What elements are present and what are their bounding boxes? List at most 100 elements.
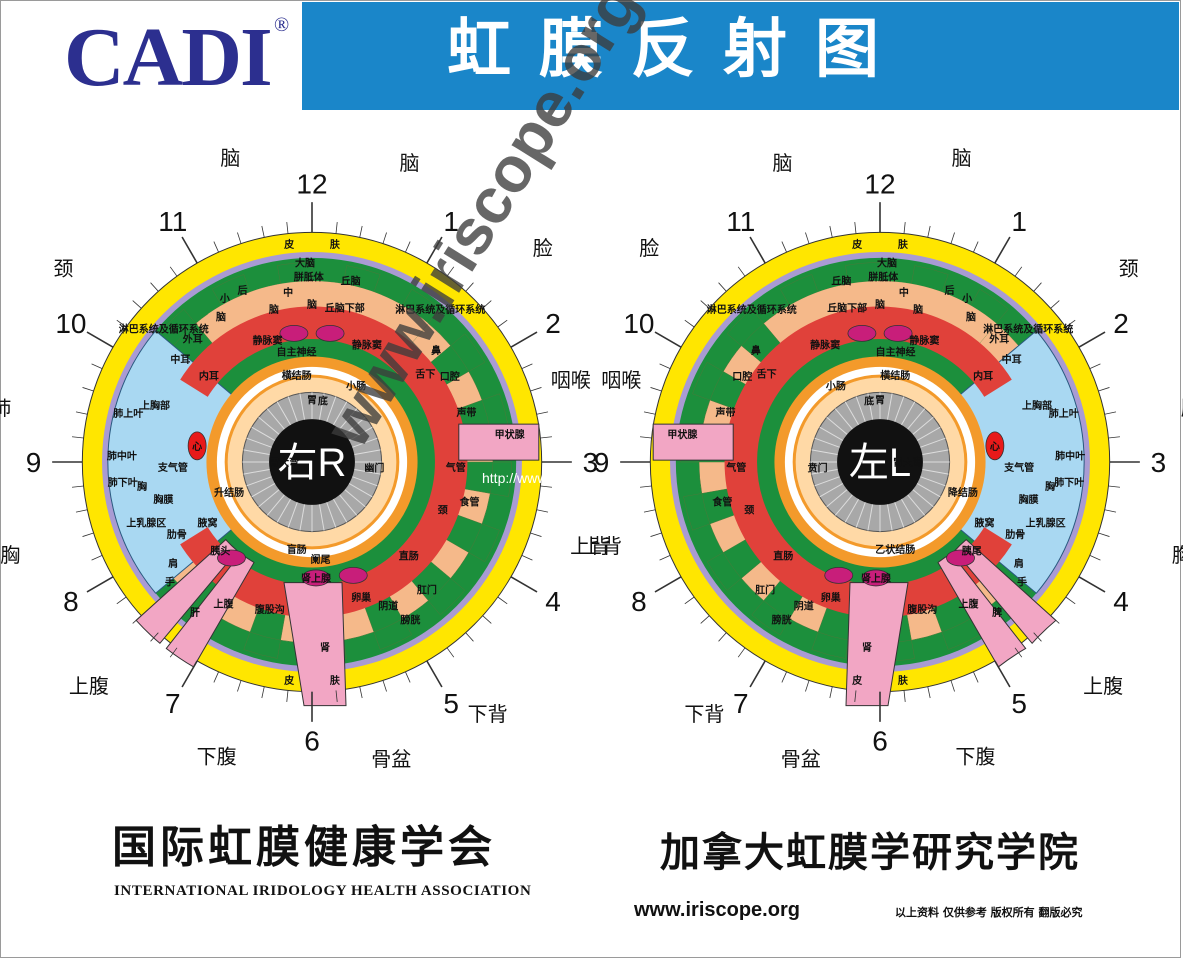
- clock-tick: [1033, 632, 1042, 642]
- stomach-spoke: [844, 497, 860, 523]
- region-label: 上腹: [1083, 674, 1123, 698]
- organ-blob: [946, 549, 975, 567]
- stomach-spoke: [347, 482, 373, 498]
- stomach-spoke: [351, 475, 378, 487]
- region-label: 脸: [533, 236, 553, 260]
- pupil: [269, 419, 355, 505]
- zone-label: 淋巴系统及循环系统: [707, 303, 797, 316]
- zone-label: 胃: [875, 394, 885, 406]
- clock-number: 3: [1151, 447, 1167, 478]
- zone-label: 舌下: [415, 367, 435, 380]
- zone-label: 静脉窦: [352, 338, 382, 351]
- zone-label: 卵巢: [821, 591, 842, 604]
- stomach-spoke: [855, 501, 867, 528]
- stomach-spoke: [919, 437, 946, 449]
- zone-label: 直肠: [399, 549, 419, 562]
- stomach-spoke: [819, 482, 845, 498]
- zone-label: 口腔: [732, 370, 752, 383]
- heart-blob: [985, 431, 1005, 461]
- zone-label: 外耳: [988, 333, 1009, 346]
- stomach-spoke: [287, 501, 299, 528]
- zone-label: 口腔: [440, 370, 460, 383]
- clock-tick: [1065, 596, 1076, 605]
- clock-number: 9: [594, 447, 610, 478]
- zone-label: 胰尾: [962, 545, 982, 558]
- zone-label: 幽门: [364, 461, 384, 474]
- clock-number: 6: [304, 725, 320, 756]
- clock-tick: [540, 436, 553, 439]
- clock-tick: [1050, 615, 1060, 624]
- clock-tick: [286, 221, 289, 234]
- zone-label: 胸膜: [153, 493, 173, 506]
- zone-label: 贲门: [808, 461, 828, 474]
- clock-number: 4: [1113, 586, 1129, 617]
- clock-tick: [654, 331, 682, 348]
- zone-label: 腹股沟: [255, 603, 285, 616]
- left-iris-chart: 左L121234567891011脑脑脸颈咽喉肺胸上背下背上腹下腹骨盆皮肤皮肤淋…: [551, 146, 1183, 771]
- region-label: 脑: [220, 146, 240, 170]
- clock-tick: [718, 282, 727, 292]
- zone-label: 心: [990, 441, 1000, 453]
- clock-tick: [1065, 319, 1076, 328]
- clock-tick: [1014, 266, 1023, 277]
- clock-tick: [1098, 532, 1110, 537]
- stomach-spoke: [911, 416, 934, 436]
- clock-tick: [684, 596, 695, 605]
- clock-tick: [497, 596, 508, 605]
- zone-label: 大脑: [877, 257, 897, 270]
- region-label: 下腹: [197, 744, 237, 768]
- clock-tick: [181, 236, 198, 264]
- zone-label: 肤: [330, 238, 341, 251]
- zone-label: 丘脑下部: [325, 302, 365, 315]
- clock-tick: [426, 236, 443, 264]
- clock-number: 2: [545, 308, 561, 339]
- clock-tick: [482, 300, 492, 309]
- clock-number: 2: [1113, 308, 1129, 339]
- clock-tick: [973, 241, 979, 253]
- clock-tick: [213, 241, 219, 253]
- clock-tick: [1014, 647, 1023, 658]
- zone-label: 内耳: [199, 370, 219, 383]
- zone-label: 直肠: [773, 549, 793, 562]
- clock-tick: [684, 319, 695, 328]
- clock-number: 8: [631, 586, 647, 617]
- clock-number: 5: [443, 688, 459, 719]
- clock-tick: [950, 232, 955, 244]
- zone-label: 手: [1017, 575, 1027, 588]
- clock-tick: [994, 236, 1011, 264]
- registered-mark: ®: [274, 14, 290, 36]
- website-link[interactable]: www.iriscope.org: [634, 899, 800, 921]
- stomach-spoke: [332, 497, 348, 523]
- zone-label: 中: [899, 286, 909, 299]
- clock-tick: [71, 436, 84, 439]
- zone-label: 胰头: [210, 545, 230, 558]
- clock-tick: [643, 509, 656, 513]
- zone-label: 皮: [283, 674, 294, 687]
- stomach-spoke: [325, 396, 337, 423]
- zone-label: 横结肠: [282, 369, 312, 382]
- region-label: 上腹: [69, 674, 109, 698]
- zone-label: 降结肠: [948, 486, 978, 499]
- clock-tick: [659, 555, 671, 561]
- clock-tick: [261, 225, 265, 238]
- logo-area: CADI ®: [2, 2, 302, 110]
- zone-label: 肛门: [416, 584, 437, 597]
- stomach-spoke: [886, 393, 893, 421]
- clock-tick: [181, 660, 198, 688]
- stomach-spoke: [826, 488, 849, 508]
- stomach-spoke: [276, 401, 292, 427]
- clock-tick: [903, 221, 906, 234]
- stomach-spoke: [318, 503, 325, 531]
- clock-tick: [650, 532, 662, 537]
- stomach-spoke: [906, 493, 926, 516]
- stomach-spoke: [258, 416, 281, 436]
- clock-tick: [359, 225, 363, 238]
- zone-label: 肾: [862, 641, 872, 654]
- zone-label: 乙状结肠: [875, 543, 915, 556]
- zone-label: 淋巴系统及循环系统: [395, 303, 485, 316]
- clock-number: 6: [872, 725, 888, 756]
- clock-tick: [805, 232, 810, 244]
- clock-tick: [169, 647, 178, 658]
- zone-label: 淋巴系统及循环系统: [983, 322, 1073, 335]
- zone-label: 鼻: [431, 344, 441, 357]
